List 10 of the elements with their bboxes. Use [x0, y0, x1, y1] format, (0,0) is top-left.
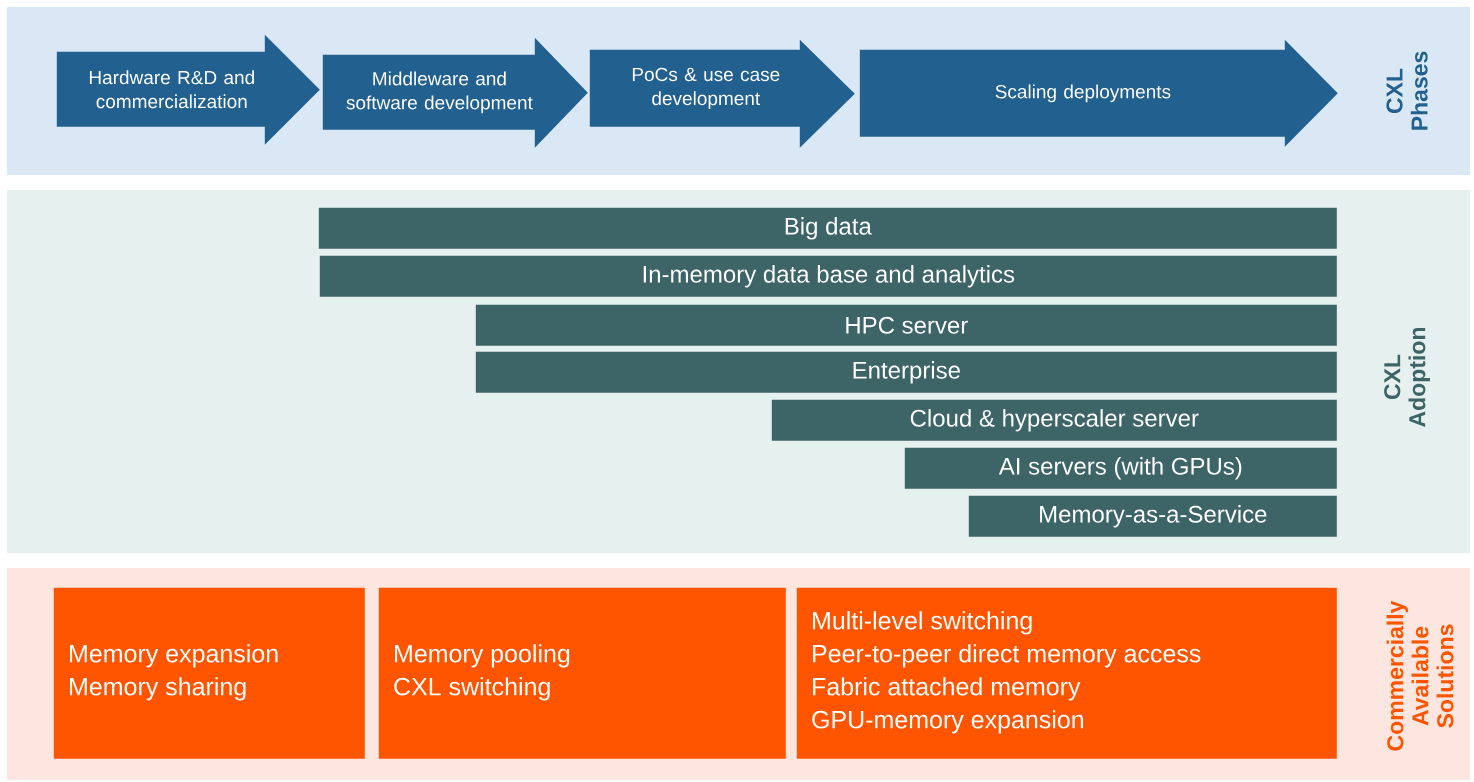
- adoption-bar: Big data: [318, 207, 1337, 249]
- solution-box: Memory expansion Memory sharing: [53, 587, 365, 759]
- adoption-bar: HPC server: [475, 304, 1337, 346]
- adoption-bar: In-memory data base and analytics: [319, 255, 1337, 297]
- adoption-bar: AI servers (with GPUs): [904, 447, 1337, 489]
- adoption-bar: Memory-as-a-Service: [968, 495, 1337, 537]
- adoption-bar: Enterprise: [475, 351, 1337, 393]
- adoption-bar: Cloud & hyperscaler server: [771, 399, 1337, 441]
- solution-box: Memory pooling CXL switching: [378, 587, 786, 759]
- solution-box: Multi-level switching Peer-to-peer direct memory access Fabric attached memory GPU-memory expansion: [796, 587, 1337, 759]
